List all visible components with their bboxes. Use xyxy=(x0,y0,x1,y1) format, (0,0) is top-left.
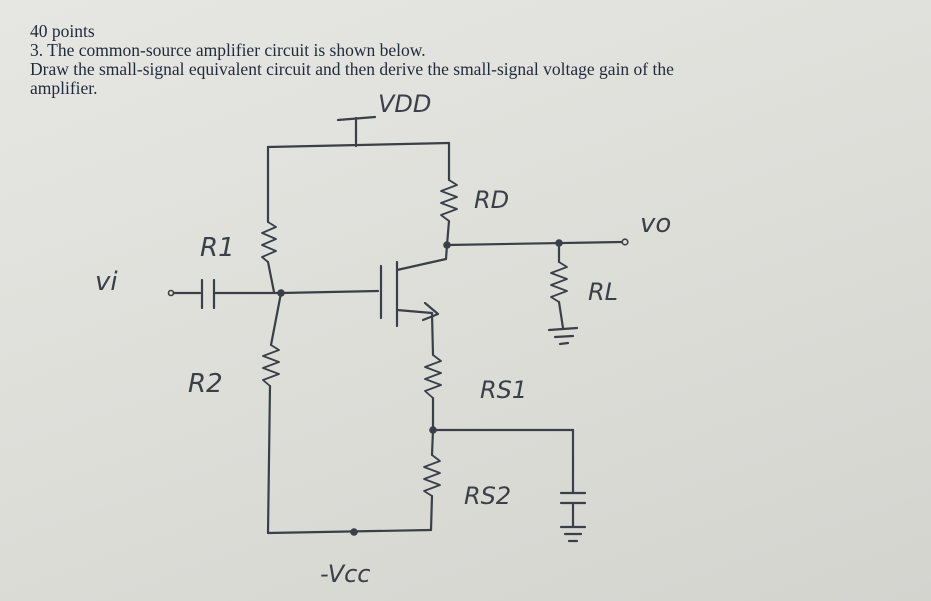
node-to-rs2-wire xyxy=(430,428,435,457)
r1-resistor xyxy=(261,221,277,263)
rs1-label: RS1 xyxy=(480,376,527,404)
vdd-terminal xyxy=(336,115,377,148)
problem-statement: 40 points 3. The common-source amplifier… xyxy=(30,22,890,98)
input-capacitor xyxy=(167,278,282,310)
rd-to-drain-node-wire xyxy=(445,219,451,247)
output-wire xyxy=(445,240,624,247)
rd-label: RD xyxy=(474,186,509,214)
rs1-resistor xyxy=(424,354,442,399)
rs2-bottom-wire xyxy=(429,494,434,532)
r1-to-gate-node-wire xyxy=(266,260,276,294)
vcc-node xyxy=(350,528,358,536)
vo-label: vo xyxy=(640,209,671,239)
source-wire xyxy=(430,311,435,357)
r2-resistor xyxy=(262,344,280,387)
rl-bottom-wire xyxy=(557,300,565,330)
left-bottom-wire xyxy=(266,384,272,535)
vi-label: vi xyxy=(95,267,118,297)
rl-resistor xyxy=(550,261,568,303)
points-label: 40 points xyxy=(30,21,95,41)
instruction-line-1: Draw the small-signal equivalent circuit… xyxy=(30,59,674,79)
vdd-label: VDD xyxy=(378,90,431,118)
drain-to-mosfet-wire xyxy=(444,243,449,261)
rd-resistor xyxy=(440,179,458,222)
gate-wire xyxy=(279,289,380,295)
rl-ground-symbol xyxy=(547,326,579,346)
r1-label: R1 xyxy=(200,233,235,263)
instruction-line-2: amplifier. xyxy=(30,78,98,98)
rl-label: RL xyxy=(588,278,618,306)
vcc-label: -Vcc xyxy=(320,560,371,588)
rs2-label: RS2 xyxy=(464,482,511,510)
rs2-resistor xyxy=(423,454,441,497)
question-line: 3. The common-source amplifier circuit i… xyxy=(30,40,426,60)
gate-to-r2-wire xyxy=(269,291,283,347)
output-terminal xyxy=(621,238,629,246)
mosfet-transistor xyxy=(379,257,448,328)
r2-label: R2 xyxy=(188,369,223,399)
bottom-rail-wire xyxy=(266,528,433,535)
top-rail-wire xyxy=(266,141,451,149)
bypass-capacitor xyxy=(431,428,587,543)
